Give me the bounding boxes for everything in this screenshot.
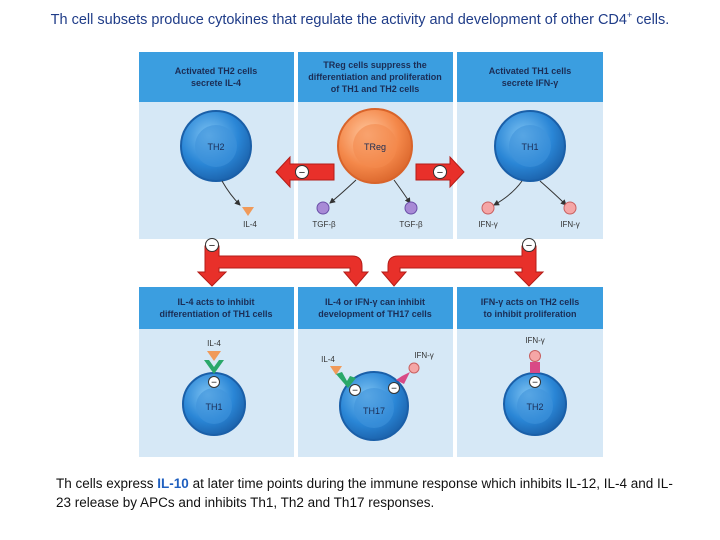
secretion-arrows-top xyxy=(221,179,567,206)
ifng-label: IFN-γ xyxy=(478,220,498,229)
minus-icon xyxy=(208,376,220,388)
svg-text:TH1: TH1 xyxy=(205,402,222,412)
panel-header-line: Activated TH2 cells xyxy=(175,66,258,76)
ifng-molecule xyxy=(563,201,577,215)
ifng-receptor xyxy=(530,362,540,373)
svg-text:TH2: TH2 xyxy=(207,142,224,152)
svg-text:TH2: TH2 xyxy=(526,402,543,412)
il4-label: IL-4 xyxy=(243,220,257,229)
panel-header-line: IL-4 acts to inhibit xyxy=(177,297,254,307)
il4-receptor xyxy=(204,360,224,374)
panel-header-line: differentiation of TH1 cells xyxy=(159,309,272,319)
tgfb-label: TGF-β xyxy=(399,220,423,229)
svg-text:TH17: TH17 xyxy=(363,406,385,416)
ifng-label: IFN-γ xyxy=(414,351,434,360)
svg-text:−: − xyxy=(532,378,538,389)
ifng-label: IFN-γ xyxy=(525,336,545,345)
tgfb-label: TGF-β xyxy=(312,220,336,229)
panel-header-line: differentiation and proliferation xyxy=(308,72,442,82)
ifng-molecule xyxy=(529,350,541,362)
minus-icon xyxy=(349,384,361,396)
slide-title: Th cell subsets produce cytokines that r… xyxy=(50,10,670,28)
panel-header-line: to inhibit proliferation xyxy=(484,309,577,319)
panel-header-line: of TH1 and TH2 cells xyxy=(331,84,420,94)
ifng-label: IFN-γ xyxy=(560,220,580,229)
panel-header-line: IL-4 or IFN-γ can inhibit xyxy=(325,297,425,307)
minus-signs: − − − − xyxy=(205,165,536,252)
panel-header-line: development of TH17 cells xyxy=(318,309,432,319)
svg-text:−: − xyxy=(209,240,215,252)
panel-header-line: TReg cells suppress the xyxy=(323,60,427,70)
svg-text:−: − xyxy=(391,384,397,395)
red-arrow-il4-path xyxy=(196,245,370,287)
il4-triangle xyxy=(330,366,342,375)
il4-label: IL-4 xyxy=(207,339,221,348)
minus-icon xyxy=(388,382,400,394)
panel-header-line: Activated TH1 cells xyxy=(489,66,572,76)
caption-text: Th cells express IL-10 at later time poi… xyxy=(56,476,673,510)
svg-text:TH1: TH1 xyxy=(521,142,538,152)
ifng-receptor xyxy=(396,372,410,384)
th1-cell-top: TH1 xyxy=(494,110,566,182)
svg-text:TReg: TReg xyxy=(364,142,386,152)
svg-text:−: − xyxy=(352,386,358,397)
panel-header-line: secrete IL-4 xyxy=(191,78,241,88)
il4-triangle xyxy=(207,351,221,361)
svg-text:−: − xyxy=(299,167,305,179)
panel-header-line: IFN-γ acts on TH2 cells xyxy=(481,297,580,307)
svg-text:−: − xyxy=(526,240,532,252)
th2-cell-bottom: TH2 xyxy=(503,372,567,436)
il10-highlight: IL-10 xyxy=(157,476,189,491)
ifng-molecule xyxy=(481,201,495,215)
svg-text:−: − xyxy=(211,378,217,389)
tgfb-molecule xyxy=(316,201,330,215)
th1-cell-bottom: TH1 xyxy=(182,372,246,436)
red-arrow-ifng-path xyxy=(380,245,545,287)
panel-header-line: secrete IFN-γ xyxy=(502,78,559,88)
minus-icon xyxy=(529,376,541,388)
ifng-molecule xyxy=(408,362,420,374)
svg-text:−: − xyxy=(437,167,443,179)
bottom-panel-il4: IL-4 acts to inhibit differentiation of … xyxy=(139,287,294,457)
il4-label: IL-4 xyxy=(321,355,335,364)
il4-triangle xyxy=(242,207,254,216)
treg-cell: TReg xyxy=(337,108,413,184)
il4-receptor xyxy=(336,372,356,388)
th2-cell-top: TH2 xyxy=(180,110,252,182)
tgfb-molecule xyxy=(404,201,418,215)
